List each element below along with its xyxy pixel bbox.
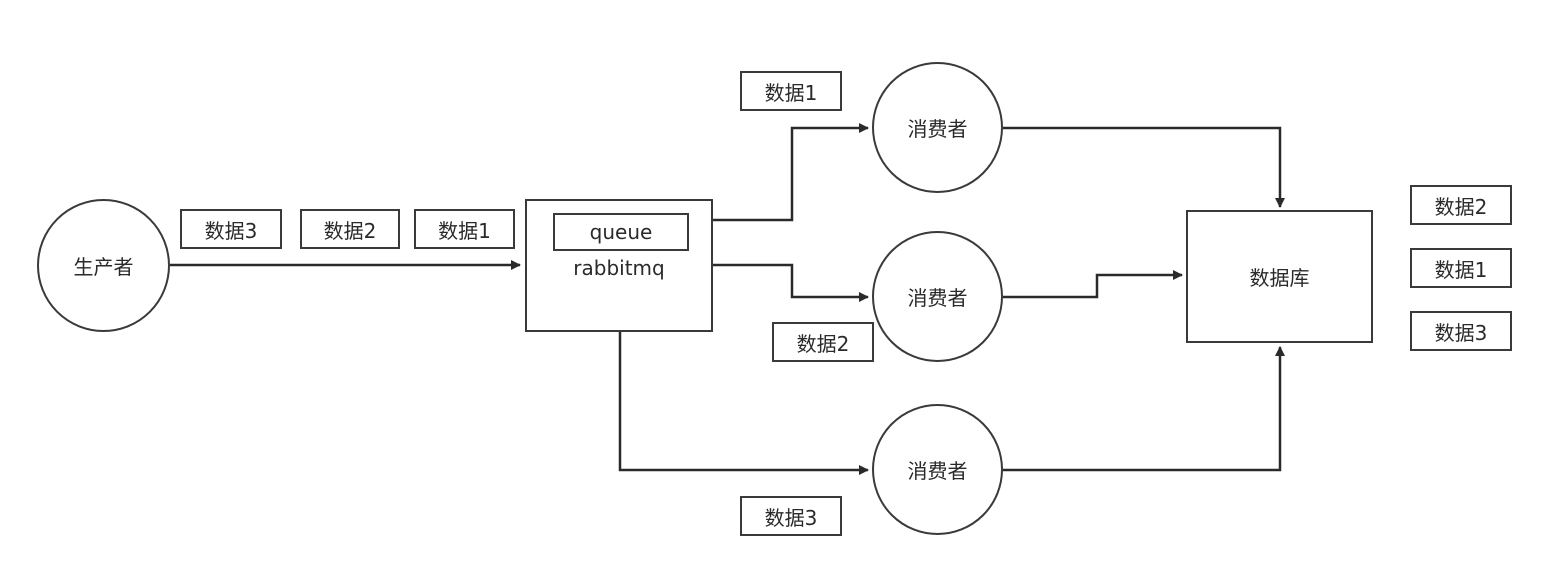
database-record-3: 数据3 (1410, 311, 1512, 351)
producer-message-1: 数据1 (414, 209, 515, 249)
consumer-3-node: 消费者 (872, 404, 1003, 535)
producer-message-2: 数据2 (300, 209, 400, 249)
consumer-1-message: 数据1 (740, 71, 842, 111)
arrow-rabbitmq-to-consumer-3 (618, 332, 869, 475)
rabbitmq-label: rabbitmq (573, 256, 665, 280)
arrow-consumer-2-to-database (1003, 270, 1183, 299)
arrow-rabbitmq-to-consumer-2 (713, 263, 869, 302)
consumer-3-label: 消费者 (907, 459, 968, 483)
arrow-consumer-3-to-database (1003, 346, 1285, 472)
consumer-2-label: 消费者 (907, 286, 968, 310)
rabbitmq-box: queue rabbitmq (525, 199, 713, 332)
database-label: 数据库 (1249, 266, 1310, 290)
database-record-2: 数据2 (1410, 185, 1512, 225)
database-record-1: 数据1 (1410, 248, 1512, 288)
producer-label: 生产者 (73, 255, 134, 279)
consumer-3-message: 数据3 (740, 496, 842, 536)
queue-box: queue (553, 213, 689, 251)
consumer-2-node: 消费者 (872, 231, 1003, 362)
producer-message-3: 数据3 (180, 209, 282, 249)
consumer-2-message: 数据2 (772, 322, 874, 362)
consumer-1-label: 消费者 (907, 117, 968, 141)
producer-node: 生产者 (37, 199, 170, 332)
consumer-1-node: 消费者 (872, 62, 1003, 193)
arrow-rabbitmq-to-consumer-1 (713, 123, 869, 222)
arrow-consumer-1-to-database (1003, 126, 1285, 208)
database-box: 数据库 (1186, 210, 1373, 343)
